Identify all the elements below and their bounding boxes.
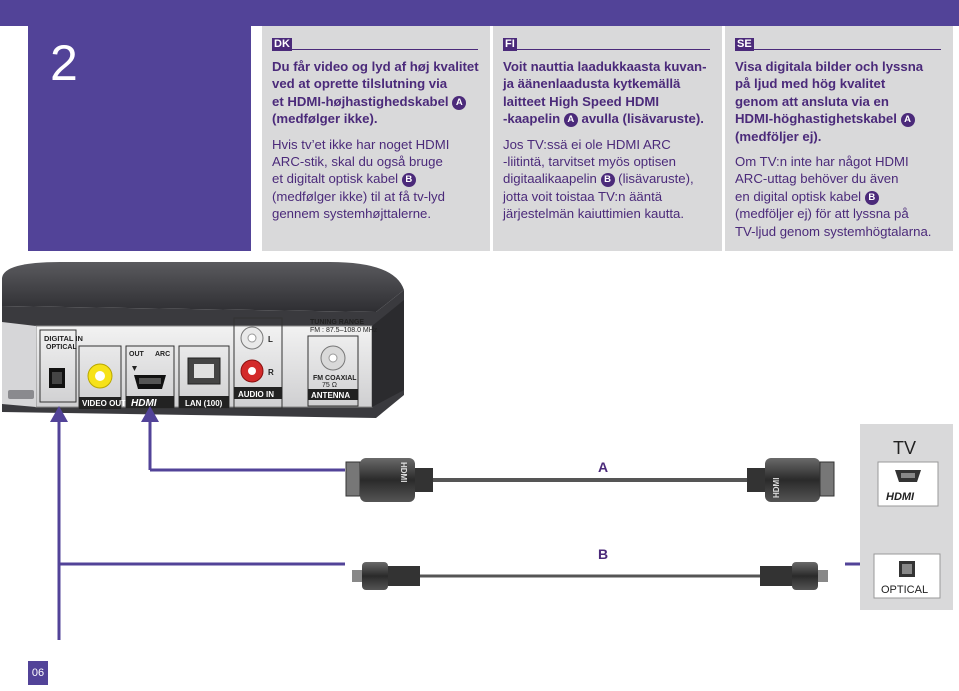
text-line: (medfølger ikke) til at få tv-lyd [272,188,445,204]
text-line: digitaalikaapelin B (lisävaruste), [503,171,694,188]
antenna-port: TUNING RANGE FM : 87.5–108.0 MHz FM COAX… [307,319,378,407]
text-line: ARC-stik, skal du også bruge [272,154,443,170]
fm-range-label: FM : 87.5–108.0 MHz [310,327,378,334]
divider [735,49,941,50]
text-line: -kaapelin A avulla (lisävaruste). [503,111,704,128]
divider [503,49,710,50]
cable-a-marker: A [452,95,467,110]
arrowhead-optical [50,406,68,422]
text-line: ved at oprette tilslutning via [272,76,448,92]
arc-label: ARC [155,351,170,358]
cable-a-marker: A [563,113,578,128]
ohm-label: 75 Ω [322,382,337,389]
page-number-box [28,661,48,685]
tv-title: TV [893,438,916,458]
text-line: Du får video og lyd af høj kvalitet [272,59,479,74]
hdmi-plug-text-right: HDMI [772,478,781,498]
cable-a-label: A [598,459,608,475]
cable-a-marker: A [900,113,915,128]
connection-arrows [57,420,345,640]
hdmi-cable: HDMI HDMI A [345,458,835,502]
digital-in-port: DIGITAL IN OPTICAL [39,329,83,403]
text-line: -liitintä, tarvitset myös optisen [503,154,676,170]
text-line: et digitalt optisk kabel B [272,170,484,188]
intro-paragraph: Du får video og lyd af høj kvalitet ved a… [272,58,484,128]
lang-tag: FI [503,38,517,51]
out-label: OUT [129,351,145,358]
text-line: et HDMI-højhastighedskabel A [272,93,484,110]
intro-paragraph: Voit nauttia laadukkaasta kuvan-ja äänen… [503,58,716,128]
text-line: TV-ljud genom systemhögtalarna. [735,223,932,239]
text-line: gennem systemhøjttalerne. [272,206,432,222]
page-number: 06 [31,667,45,679]
cable-b-marker: B [401,173,416,188]
l-label: L [268,335,273,344]
text-line: genom att ansluta via en [735,93,889,109]
column-se: SE Visa digitala bilder och lyssna på lju… [725,26,953,251]
hdmi-logo-device: HDMI [131,398,157,409]
text-line: Visa digitala bilder och lyssna [735,59,924,74]
fm-coaxial-label: FM COAXIAL [313,375,357,382]
text-line: ja äänenlaadusta kytkemällä [503,76,681,92]
step-number: 2 [50,35,78,91]
text-line: laitteet High Speed HDMI [503,93,660,109]
antenna-label: ANTENNA [311,391,350,400]
intro-paragraph: Visa digitala bilder och lyssna på ljud m… [735,58,947,145]
lang-tag: DK [272,38,292,51]
text-line: Jos TV:ssä ei ole HDMI ARC [503,136,671,152]
lan-port: LAN (100) [178,345,230,409]
cable-b-label: B [598,546,608,562]
step-box: 2 [28,8,251,251]
column-text: Visa digitala bilder och lyssna på ljud m… [735,58,947,240]
column-dk: DK Du får video og lyd af høj kvalitet ve… [262,26,490,251]
digital-in-label: DIGITAL IN [44,334,83,343]
column-fi: FI Voit nauttia laadukkaasta kuvan-ja ää… [493,26,722,251]
audio-in-port: L R AUDIO IN [233,317,283,409]
tv-box: TV HDMI OPTICAL [860,424,953,610]
text-line: Voit nauttia laadukkaasta kuvan- [503,59,707,74]
cable-b-marker: B [864,190,879,205]
column-text: Voit nauttia laadukkaasta kuvan-ja äänen… [503,58,716,223]
text-line: (medfølger ikke). [272,111,378,127]
lang-tag: SE [735,38,754,51]
text-line: (medföljer ej) för att lyssna på [735,206,909,222]
text-line: en digital optisk kabel B [735,188,947,205]
text-line: jotta voit toistaa TV:n ääntä [503,188,663,204]
text-line: ARC-uttag behöver du även [735,171,899,187]
text-line: Om TV:n inte har något HDMI [735,154,909,170]
r-label: R [268,368,274,377]
tuning-range-label: TUNING RANGE [310,319,364,326]
lan-label: LAN (100) [185,399,223,408]
hdmi-plug-text-left: HDMI [399,462,408,482]
cable-b-marker: B [600,173,615,188]
audio-in-label: AUDIO IN [238,390,274,399]
text-line: på ljud med hög kvalitet [735,76,886,92]
optical-cable: B [352,546,828,590]
tv-optical-label: OPTICAL [881,584,928,596]
column-text: Du får video og lyd af høj kvalitet ved a… [272,58,484,223]
tv-hdmi-logo: HDMI [886,491,915,503]
text-line: Hvis tv’et ikke har noget HDMI [272,136,450,152]
hdmi-out-port: OUT ARC HDMI [125,345,175,409]
video-out-label: VIDEO OUT [82,399,126,408]
divider [272,49,478,50]
text-line: (medföljer ej). [735,128,822,144]
arrowhead-hdmi [141,406,159,422]
optical-small-label: OPTICAL [46,344,77,351]
text-line: järjestelmän kaiuttimien kautta. [503,206,685,222]
video-out-port: VIDEO OUT [78,345,126,409]
note-paragraph: Jos TV:ssä ei ole HDMI ARC -liitintä, tar… [503,136,716,223]
text-line: HDMI-höghastighetskabel A [735,110,947,128]
note-paragraph: Hvis tv’et ikke har noget HDMI ARC-stik, … [272,136,484,223]
